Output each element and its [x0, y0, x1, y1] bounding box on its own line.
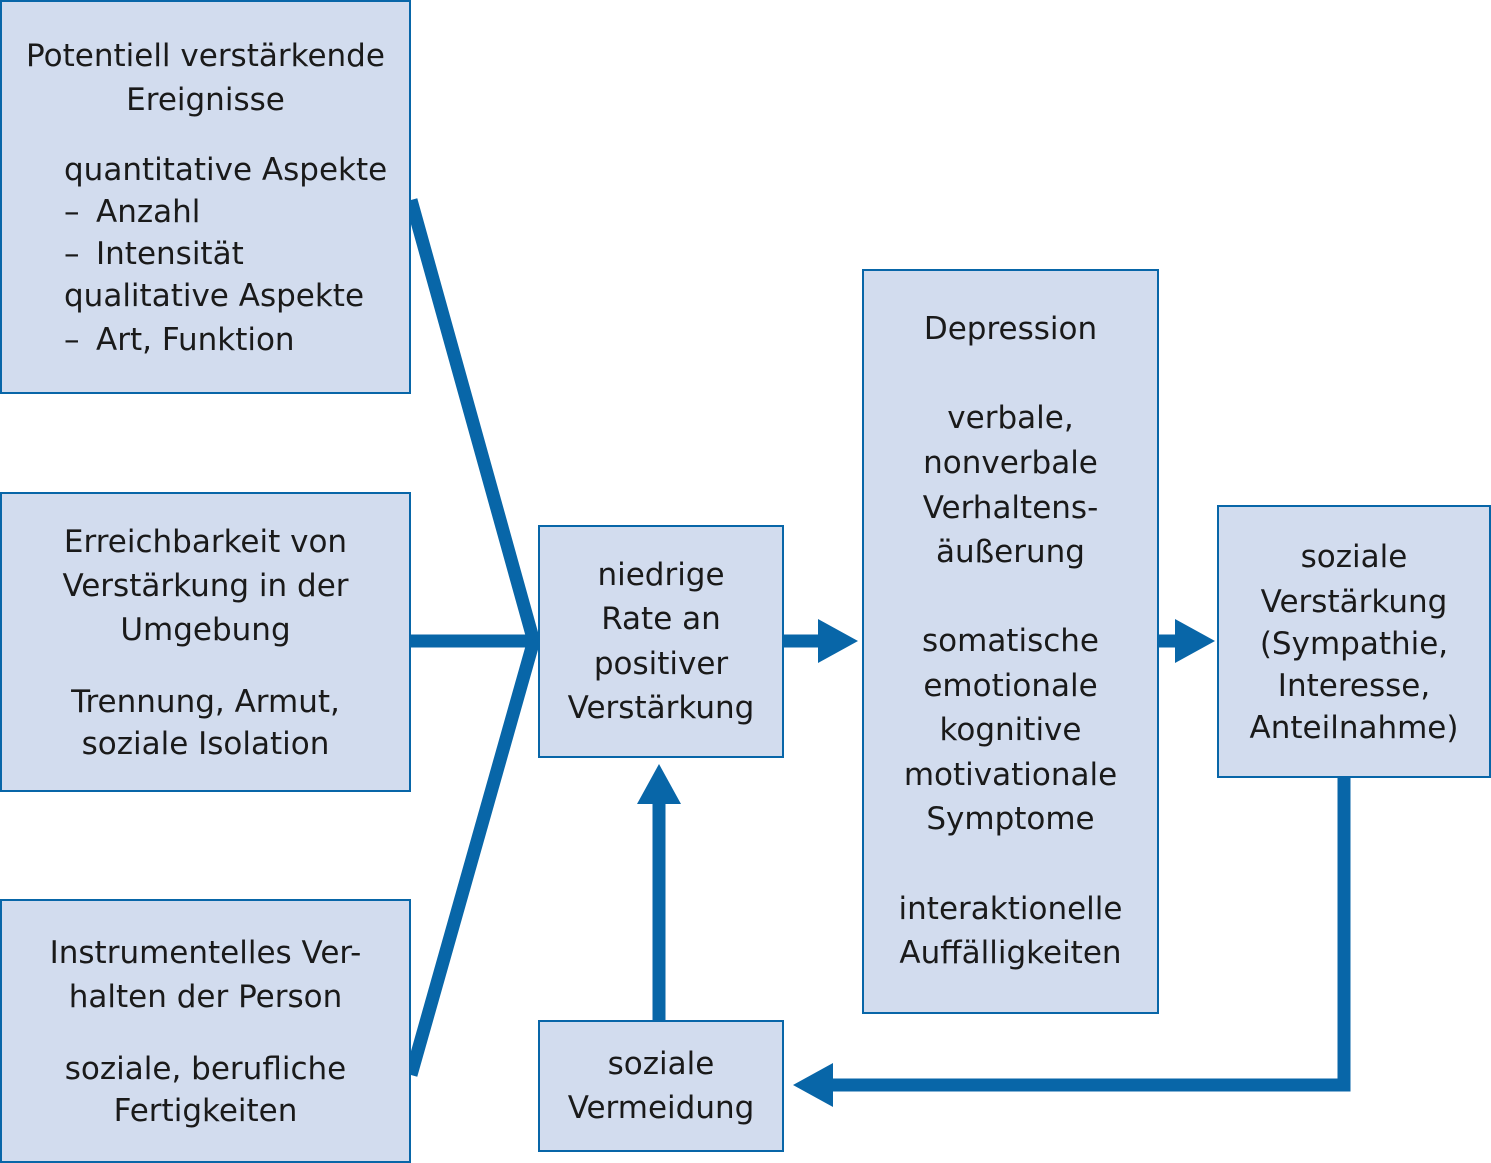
arrowhead-to-low-rate — [637, 764, 681, 804]
dash-bullet: – — [64, 322, 80, 358]
box-text: Verstärkung — [567, 690, 755, 726]
box-text: äußerung — [936, 534, 1085, 570]
box-title: Erreichbarkeit von — [63, 524, 348, 560]
box-title: Verstärkung — [1260, 584, 1448, 620]
box-text: niedrige — [597, 557, 725, 593]
box-social-reinforcement: soziale Verstärkung (Sympathie, Interess… — [1217, 505, 1491, 778]
detail-list-item: –Art, Funktion — [64, 322, 295, 358]
connector-group — [404, 198, 1351, 1092]
box-title: soziale — [1300, 539, 1408, 575]
box-title: Umgebung — [120, 612, 291, 648]
box-low-rate-reinforcement: niedrige Rate an positiver Verstärkung — [538, 525, 784, 758]
box-text: motivationale — [903, 757, 1118, 793]
box-text: Vermeidung — [567, 1090, 755, 1126]
box-depression: Depression verbale, nonverbale Verhalten… — [862, 269, 1159, 1014]
box-text: emotionale — [923, 668, 1098, 704]
box-title: Ereignisse — [126, 82, 285, 118]
detail-text: Intensität — [96, 236, 244, 272]
box-text: kognitive — [939, 712, 1082, 748]
box-title: Potentiell verstärkende — [26, 38, 385, 74]
detail-line: Fertigkeiten — [113, 1093, 298, 1129]
box-text: Symptome — [926, 801, 1095, 837]
box-text: Rate an — [601, 601, 721, 637]
box-title: Instrumentelles Ver- — [49, 935, 362, 971]
arrowhead-to-social-reinforcement — [1175, 619, 1215, 663]
dash-bullet: – — [64, 194, 80, 230]
arrowhead-to-depression — [818, 619, 858, 663]
box-reinforcement-availability: Erreichbarkeit von Verstärkung in der Um… — [0, 492, 411, 792]
box-title: Depression — [923, 311, 1098, 347]
box-text: Anteilnahme) — [1249, 710, 1459, 746]
box-text: soziale — [607, 1046, 715, 1082]
arrowhead-to-avoidance — [793, 1063, 833, 1107]
box-text: somatische — [922, 623, 1099, 659]
box-text: Auffälligkeiten — [899, 935, 1122, 971]
box-text: verbale, — [947, 400, 1074, 436]
box-instrumental-behavior: Instrumentelles Ver- halten der Person s… — [0, 899, 411, 1163]
detail-text: Art, Funktion — [96, 322, 295, 358]
detail-line: quantitative Aspekte — [64, 152, 388, 188]
connector-instrumental-to-low-rate — [404, 638, 541, 1077]
box-text: Interesse, — [1277, 668, 1431, 704]
box-text: (Sympathie, — [1259, 626, 1449, 662]
detail-line: Trennung, Armut, — [71, 684, 340, 720]
connector-social-reinforcement-to-avoidance — [830, 778, 1351, 1092]
detail-line: soziale, berufliche — [64, 1051, 347, 1087]
arrowhead-group — [637, 619, 1215, 1107]
box-title: halten der Person — [68, 979, 343, 1015]
box-text: nonverbale — [923, 445, 1098, 481]
box-reinforcing-events: Potentiell verstärkende Ereignisse quant… — [0, 0, 411, 394]
detail-line: soziale Isolation — [81, 726, 330, 762]
box-title: Verstärkung in der — [62, 568, 349, 604]
connector-events-to-low-rate — [404, 198, 541, 644]
detail-list-item: –Intensität — [64, 236, 244, 272]
box-text: interaktionelle — [898, 891, 1123, 927]
detail-text: Anzahl — [96, 194, 201, 230]
box-social-avoidance: soziale Vermeidung — [538, 1020, 784, 1152]
detail-list-item: –Anzahl — [64, 194, 200, 230]
box-text: positiver — [593, 646, 729, 682]
detail-line: qualitative Aspekte — [64, 278, 365, 314]
box-text: Verhaltens- — [922, 490, 1099, 526]
dash-bullet: – — [64, 236, 80, 272]
